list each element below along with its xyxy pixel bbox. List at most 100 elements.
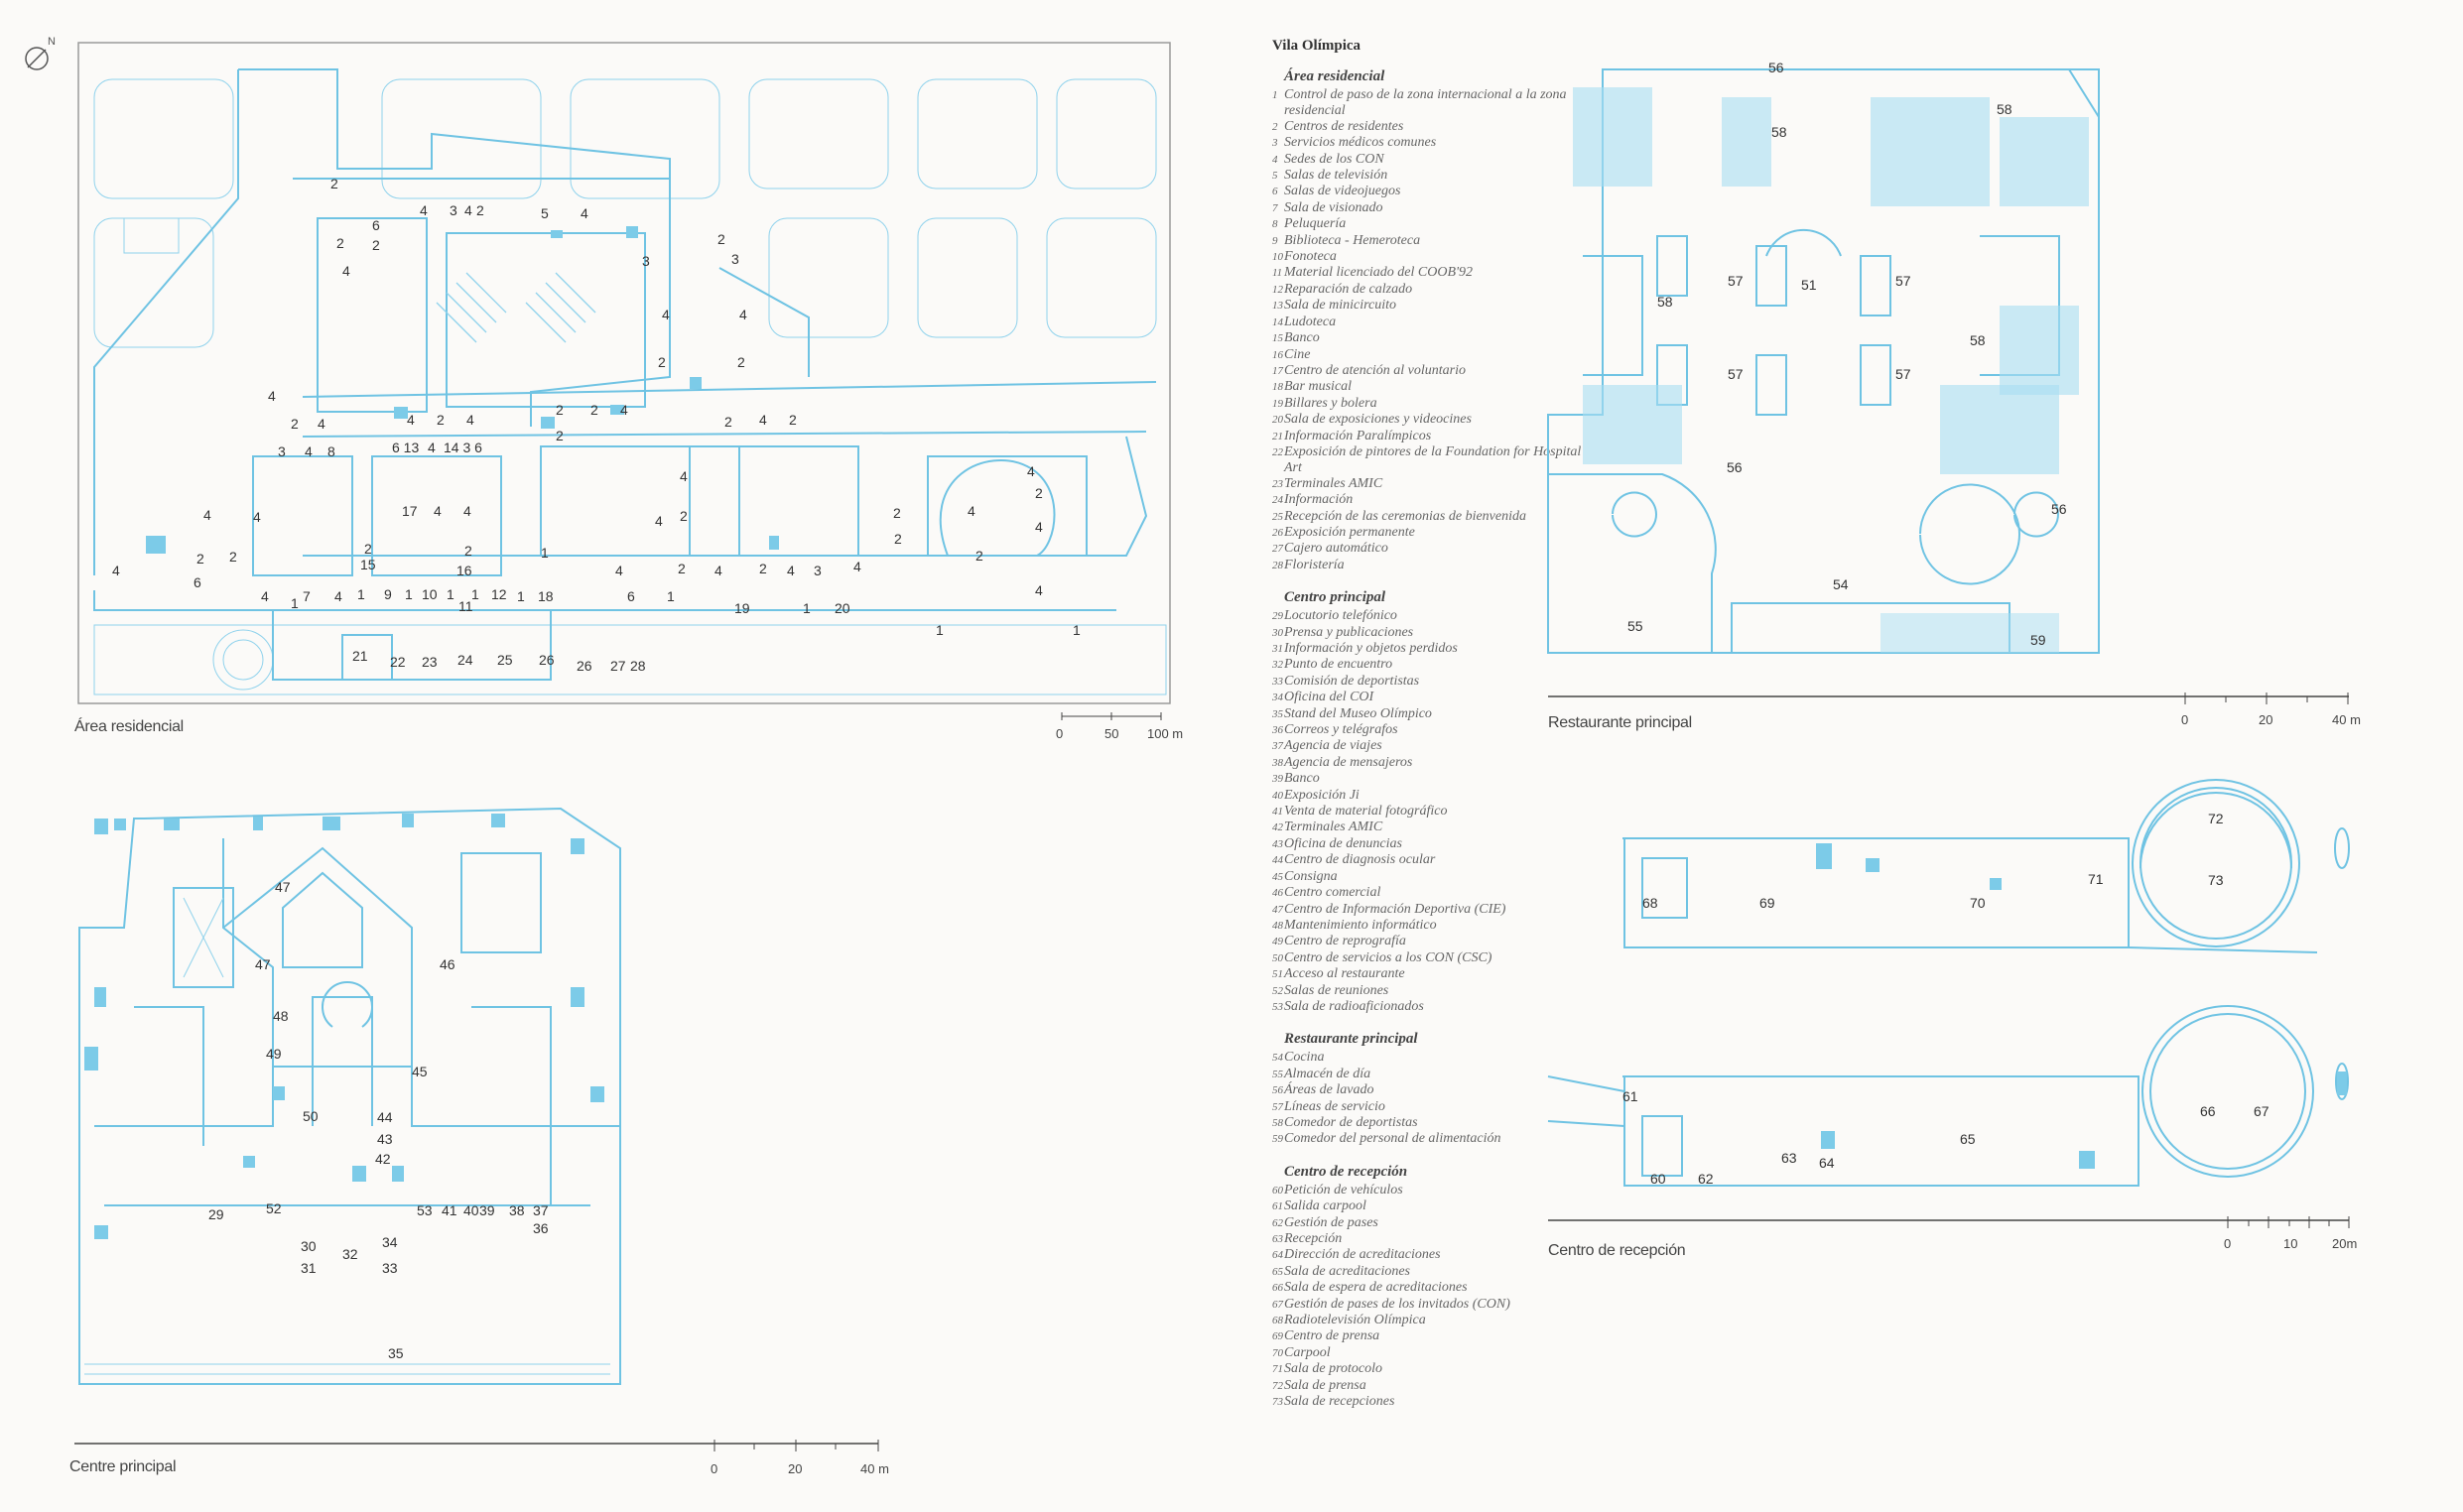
svg-text:4: 4 xyxy=(463,503,471,519)
legend-item-number: 37 xyxy=(1272,740,1283,753)
svg-text:39: 39 xyxy=(479,1202,495,1218)
svg-text:56: 56 xyxy=(1768,60,1784,75)
svg-text:43: 43 xyxy=(377,1131,393,1147)
legend-item: 61Salida carpool xyxy=(1272,1198,1600,1214)
svg-text:2: 2 xyxy=(476,202,484,218)
svg-text:5: 5 xyxy=(541,205,549,221)
legend-item-text: Centro de prensa xyxy=(1284,1328,1380,1344)
legend-item: 72Sala de prensa xyxy=(1272,1378,1600,1394)
svg-text:49: 49 xyxy=(266,1046,282,1062)
svg-text:58: 58 xyxy=(1997,101,2012,117)
legend-item-number: 47 xyxy=(1272,903,1283,916)
legend-item-text: Cajero automático xyxy=(1284,541,1388,557)
svg-text:1: 1 xyxy=(471,586,479,602)
legend-item-text: Exposición Ji xyxy=(1284,787,1360,803)
legend-item: 51Acceso al restaurante xyxy=(1272,966,1600,982)
svg-text:3: 3 xyxy=(814,563,822,578)
legend-item-number: 32 xyxy=(1272,659,1283,672)
svg-text:57: 57 xyxy=(1895,366,1911,382)
svg-text:1: 1 xyxy=(405,586,413,602)
svg-text:44: 44 xyxy=(377,1109,393,1125)
svg-text:7: 7 xyxy=(303,588,311,604)
legend-item-text: Bar musical xyxy=(1284,379,1353,395)
residential-scale-bar: 0 50 100 m xyxy=(1056,712,1183,741)
legend-item-number: 64 xyxy=(1272,1249,1283,1262)
legend-item: 56Áreas de lavado xyxy=(1272,1082,1600,1098)
legend-item: 16Cine xyxy=(1272,347,1600,363)
svg-text:9: 9 xyxy=(384,586,392,602)
svg-text:4: 4 xyxy=(342,263,350,279)
svg-text:10: 10 xyxy=(422,586,438,602)
legend-item-text: Almacén de día xyxy=(1284,1066,1371,1081)
legend-item-number: 60 xyxy=(1272,1184,1283,1197)
svg-text:35: 35 xyxy=(388,1345,404,1361)
legend-item-text: Sala de minicircuito xyxy=(1284,298,1397,314)
svg-text:17: 17 xyxy=(402,503,418,519)
legend-item-number: 46 xyxy=(1272,887,1283,900)
svg-text:4: 4 xyxy=(655,513,663,529)
svg-text:65: 65 xyxy=(1960,1131,1976,1147)
svg-text:4: 4 xyxy=(261,588,269,604)
legend-item-number: 65 xyxy=(1272,1265,1283,1278)
legend-item-text: Centros de residentes xyxy=(1284,118,1404,134)
svg-text:4: 4 xyxy=(112,563,120,578)
svg-text:4: 4 xyxy=(968,503,975,519)
svg-text:4: 4 xyxy=(662,307,670,322)
legend-item: 62Gestión de pases xyxy=(1272,1215,1600,1231)
svg-text:4: 4 xyxy=(434,503,442,519)
legend-item-text: Información y objetos perdidos xyxy=(1284,641,1458,656)
svg-text:4: 4 xyxy=(759,412,767,428)
svg-text:58: 58 xyxy=(1771,124,1787,140)
legend-item-text: Centro de servicios a los CON (CSC) xyxy=(1284,949,1492,965)
svg-text:12: 12 xyxy=(491,586,507,602)
legend-item: 33Comisión de deportistas xyxy=(1272,674,1600,690)
central-building-caption: Centre principal xyxy=(69,1458,177,1475)
svg-text:26: 26 xyxy=(539,652,555,668)
svg-text:2: 2 xyxy=(556,428,564,443)
legend-item-number: 20 xyxy=(1272,414,1283,427)
svg-text:73: 73 xyxy=(2208,872,2224,888)
legend-item-text: Terminales AMIC xyxy=(1284,475,1383,491)
svg-text:4: 4 xyxy=(1027,463,1035,479)
reception-scale-10: 10 xyxy=(2283,1236,2297,1251)
legend-item: 36Correos y telégrafos xyxy=(1272,722,1600,738)
legend-item: 21Información Paralímpicos xyxy=(1272,429,1600,444)
svg-text:4: 4 xyxy=(318,416,325,432)
legend-item-text: Banco xyxy=(1284,330,1320,346)
svg-text:72: 72 xyxy=(2208,811,2224,826)
legend-item-number: 42 xyxy=(1272,821,1283,834)
svg-text:4: 4 xyxy=(581,205,588,221)
legend-item: 14Ludoteca xyxy=(1272,315,1600,330)
svg-text:16: 16 xyxy=(456,563,472,578)
residential-scale-0: 0 xyxy=(1056,726,1063,741)
svg-text:4: 4 xyxy=(739,307,747,322)
legend-item: 39Banco xyxy=(1272,771,1600,787)
reception-scale-bar: 0 10 20m xyxy=(1548,1216,2357,1251)
legend-item: 29Locutorio telefónico xyxy=(1272,608,1600,624)
legend-item: 48Mantenimiento informático xyxy=(1272,918,1600,934)
svg-text:55: 55 xyxy=(1627,618,1643,634)
svg-text:4: 4 xyxy=(466,412,474,428)
legend-item-text: Fonoteca xyxy=(1284,249,1337,265)
svg-text:2: 2 xyxy=(590,402,598,418)
legend-item-number: 22 xyxy=(1272,445,1283,458)
legend-item: 66Sala de espera de acreditaciones xyxy=(1272,1280,1600,1296)
legend-item: 24Información xyxy=(1272,492,1600,508)
svg-text:2: 2 xyxy=(330,176,338,191)
legend-item-number: 40 xyxy=(1272,789,1283,802)
svg-text:60: 60 xyxy=(1650,1171,1666,1187)
legend-item: 68Radiotelevisión Olímpica xyxy=(1272,1313,1600,1328)
svg-text:4: 4 xyxy=(464,202,472,218)
legend-item-text: Punto de encuentro xyxy=(1284,657,1393,673)
legend-item-number: 38 xyxy=(1272,756,1283,769)
legend-item: 63Recepción xyxy=(1272,1231,1600,1247)
legend-item: 17Centro de atención al voluntario xyxy=(1272,363,1600,379)
legend-item-number: 43 xyxy=(1272,837,1283,850)
legend-item-text: Floristería xyxy=(1284,557,1345,572)
svg-text:2: 2 xyxy=(336,235,344,251)
svg-text:3: 3 xyxy=(450,202,457,218)
